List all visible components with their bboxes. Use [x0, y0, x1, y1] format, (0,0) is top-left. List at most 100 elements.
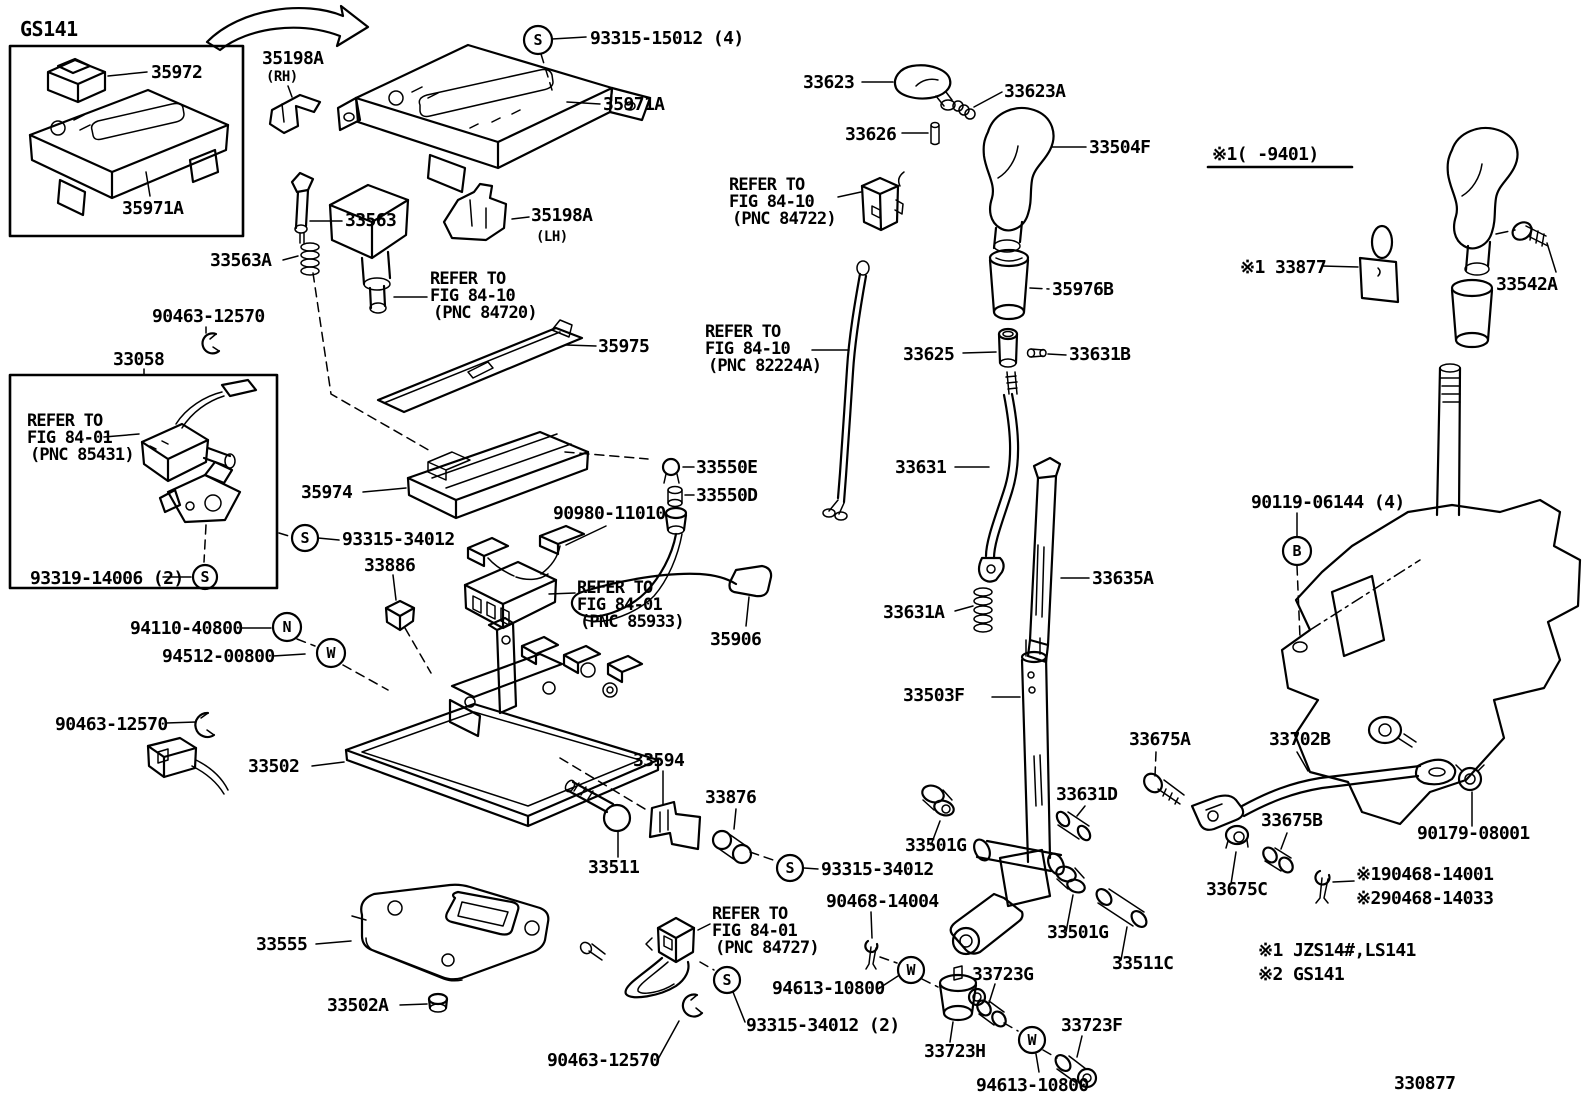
callout-33502: 33502: [248, 756, 299, 777]
direction-arrow: [205, 4, 370, 52]
bulb-33550e-drawing: [661, 457, 681, 484]
refer-84722-line2: FIG 84-10: [729, 192, 814, 212]
callout-33626: 33626: [845, 124, 896, 145]
note-variant-9401: ※1( -9401): [1212, 144, 1319, 165]
refer-85431-line2: FIG 84-01: [27, 428, 112, 448]
callout-93315-34012-a: 93315-34012: [342, 529, 455, 550]
callout-90463-left: 90463-12570: [55, 714, 168, 735]
callout-33555: 33555: [256, 934, 307, 955]
clip-35198a-rh-drawing: [268, 93, 322, 135]
lever-33503f-drawing: [949, 637, 1065, 956]
part-35971a-inbox-drawing: [28, 57, 230, 217]
cover-33555-drawing: [351, 883, 550, 982]
part-33723h-drawing: [938, 965, 987, 1022]
grommet-33550d-drawing: [667, 485, 683, 508]
callout-33504f: 33504F: [1089, 137, 1150, 158]
symbol-s-top: S: [522, 24, 554, 56]
part-35975-drawing: [376, 319, 584, 414]
symbol-s-93319: S: [191, 563, 219, 591]
callout-33623: 33623: [803, 72, 854, 93]
callout-33623a: 33623A: [1004, 81, 1066, 102]
symbol-s-mid-letter: S: [785, 859, 794, 877]
callout-90468-14001: ※190468-14001: [1356, 864, 1493, 885]
callout-33501g-b: 33501G: [1047, 922, 1108, 943]
callout-90119-06144: 90119-06144 (4): [1251, 492, 1405, 513]
part-33886-drawing: [384, 599, 416, 632]
callout-35971a-main: 35971A: [603, 94, 665, 115]
bushing-33675c-drawing: [1224, 824, 1250, 849]
assembly-dashed-lines: [203, 53, 1301, 1059]
symbol-s-left-letter: S: [300, 529, 309, 547]
symbol-n: N: [271, 611, 303, 643]
callout-33511: 33511: [588, 857, 639, 878]
callout-33502a: 33502A: [327, 995, 389, 1016]
rod-33631-drawing: [977, 371, 1020, 583]
connector-90463-left-drawing: [146, 736, 229, 795]
symbol-b: B: [1281, 535, 1313, 567]
transmission-body-drawing: [1280, 363, 1582, 826]
harness-90980-11010-drawing: [466, 524, 586, 581]
symbol-w-left: W: [315, 637, 347, 669]
callout-33723g: 33723G: [972, 964, 1033, 985]
part-35971a-main-drawing: [336, 43, 652, 194]
callout-35976b: 35976B: [1052, 279, 1114, 300]
callout-33563: 33563: [345, 210, 396, 231]
refer-84720-line2: FIG 84-10: [430, 286, 515, 306]
rod-33702b-drawing: [1190, 758, 1457, 831]
clip-90463-top-drawing: [201, 332, 221, 355]
bushing-33675b-drawing: [1262, 846, 1294, 874]
pin-33631b-drawing: [1026, 348, 1047, 358]
knob-33504f-drawing: [897, 106, 1055, 253]
callout-35198a-rh: 35198A: [262, 48, 324, 69]
clip-90463-bottom-drawing: [681, 993, 704, 1018]
bolt-33511-drawing: [564, 779, 632, 833]
pin-33626-drawing: [930, 121, 940, 146]
screw-small-bottom-drawing: [579, 941, 606, 961]
symbol-b-letter: B: [1292, 542, 1301, 560]
gs141-variant-box: [8, 44, 245, 238]
callout-94613-b: 94613-10800: [976, 1075, 1089, 1096]
part-33563-drawing: [290, 171, 315, 244]
callout-33058: 33058: [113, 349, 164, 370]
pin-33631d-drawing: [1055, 810, 1092, 842]
callout-33675b: 33675B: [1261, 810, 1323, 831]
variant-box-title: GS141: [20, 17, 78, 41]
symbol-w-mid-letter: W: [906, 961, 916, 979]
callout-90463-bottom: 90463-12570: [547, 1050, 660, 1071]
callout-33631b: 33631B: [1069, 344, 1131, 365]
cable-pnc82224a-drawing: [822, 260, 870, 521]
bracket-33594-drawing: [648, 800, 702, 851]
spring-33623a-drawing: [952, 100, 976, 120]
callout-33511c: 33511C: [1112, 953, 1173, 974]
bulb-33623-drawing: [893, 64, 956, 111]
part-33723g-drawing: [976, 999, 1007, 1028]
callout-33635a: 33635A: [1092, 568, 1154, 589]
callout-33550e: 33550E: [696, 457, 757, 478]
socket-33501g-a-drawing: [921, 784, 955, 817]
symbol-w-right: W: [1017, 1025, 1047, 1055]
symbol-s-mid: S: [775, 853, 805, 883]
part-33058-box: [8, 373, 279, 590]
refer-84720-line1: REFER TO: [430, 269, 506, 289]
clip-90463-left-drawing: [194, 711, 216, 739]
callout-93315-34012-2: 93315-34012 (2): [746, 1015, 900, 1036]
boot-variant-drawing: [1450, 278, 1494, 349]
callout-93319-14006: 93319-14006 (2): [30, 568, 184, 589]
callout-33501g-a: 33501G: [905, 835, 966, 856]
refer-82224a-line2: FIG 84-10: [705, 339, 790, 359]
refer-85933-line3: (PNC 85933): [580, 612, 684, 632]
callout-35198a-lh-side: (LH): [536, 229, 568, 245]
callout-90463-top: 90463-12570: [152, 306, 265, 327]
refer-84727-line1: REFER TO: [712, 904, 788, 924]
leader-lines: [103, 36, 1557, 1073]
assembly-dashdot-lines: [1029, 229, 1516, 290]
callout-90468-14033: ※290468-14033: [1356, 888, 1493, 909]
screw-33542a-drawing: [1511, 221, 1549, 247]
pin-33511c-drawing: [1095, 888, 1148, 928]
channel-33635a-drawing: [1026, 456, 1062, 664]
callout-35971a-inbox: 35971A: [122, 198, 184, 219]
symbol-n-letter: N: [282, 618, 291, 636]
callout-35975: 35975: [598, 336, 649, 357]
callout-33631a: 33631A: [883, 602, 945, 623]
